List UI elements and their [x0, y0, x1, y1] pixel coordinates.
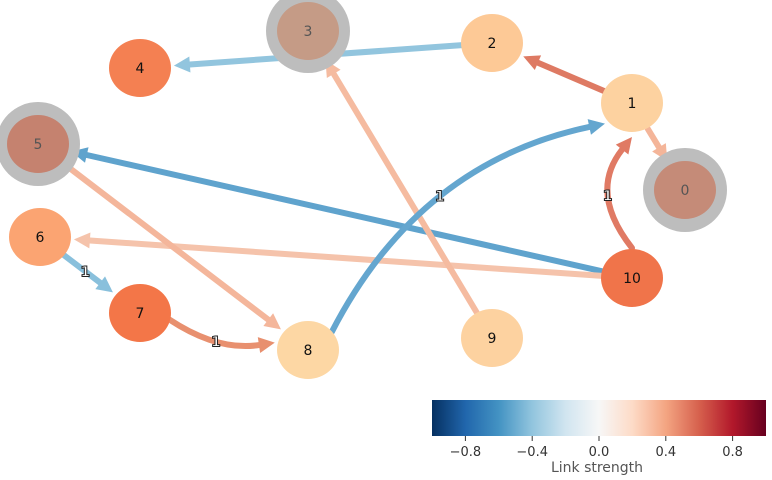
edge-label: 1: [211, 335, 221, 351]
node-3: 3: [266, 0, 350, 73]
edge-arrowhead: [73, 232, 91, 249]
node-5: 5: [0, 102, 80, 186]
edge-line: [328, 123, 593, 335]
node-label: 4: [136, 61, 145, 77]
edge-line: [83, 152, 606, 275]
node-0: 0: [643, 148, 727, 232]
node-label: 2: [488, 36, 497, 52]
colorbar-gradient: [432, 400, 766, 436]
edge-6-7: [60, 252, 113, 293]
edge-arrowhead: [523, 55, 542, 71]
edge-arrowhead: [263, 313, 281, 330]
node-10: 10: [601, 249, 663, 307]
node-label: 7: [136, 306, 145, 322]
node-circle: [461, 309, 523, 367]
node-7: 7: [109, 284, 171, 342]
edge-10-1: [604, 137, 635, 251]
node-circle: [601, 74, 663, 132]
node-label: 0: [681, 183, 690, 199]
node-circle: [9, 208, 71, 266]
node-circle: [601, 249, 663, 307]
edge-line: [86, 237, 606, 279]
node-circle: [109, 39, 171, 97]
edge-8-1: [328, 119, 605, 335]
node-9: 9: [461, 309, 523, 367]
edge-arrowhead: [257, 337, 275, 353]
node-label: 5: [34, 137, 43, 153]
colorbar-ticks: −0.8 −0.4 0.0 0.4 0.8: [450, 436, 743, 460]
edge-labels-layer: 1 1 1 1: [80, 188, 613, 351]
edge-line: [60, 252, 104, 286]
node-label: 9: [488, 331, 497, 347]
node-circle: [109, 284, 171, 342]
edge-line: [604, 146, 635, 251]
nodes-layer: 0 1 2 3 4 5 6 7 8 9 10: [0, 0, 727, 379]
node-circle: [277, 321, 339, 379]
node-2: 2: [461, 14, 523, 72]
node-6: 6: [9, 208, 71, 266]
edge-label: 1: [603, 189, 613, 205]
edge-arrowhead: [587, 119, 605, 135]
node-circle: [277, 2, 339, 60]
colorbar-tick-label: 0.4: [655, 445, 676, 460]
colorbar-tick-label: −0.4: [516, 445, 548, 460]
edge-line: [534, 59, 608, 95]
node-label: 1: [628, 96, 637, 112]
edge-label: 1: [435, 189, 445, 205]
node-4: 4: [109, 39, 171, 97]
edge-arrowhead: [173, 56, 191, 73]
edge-1-2: [523, 55, 608, 95]
edge-7-8: [166, 316, 275, 353]
colorbar-tick-label: −0.8: [450, 445, 482, 460]
node-label: 3: [304, 24, 313, 40]
node-circle: [654, 161, 716, 219]
colorbar-label: Link strength: [551, 460, 643, 476]
node-circle: [461, 14, 523, 72]
node-circle: [7, 115, 69, 173]
edge-line: [330, 70, 480, 316]
colorbar-tick-label: 0.8: [722, 445, 743, 460]
edge-10-5: [71, 147, 606, 275]
node-label: 6: [36, 230, 45, 246]
edge-arrowhead: [615, 137, 632, 155]
node-label: 8: [304, 343, 313, 359]
edge-label: 1: [80, 264, 90, 280]
edge-line: [166, 316, 262, 350]
node-8: 8: [277, 321, 339, 379]
node-label: 10: [623, 271, 641, 287]
edge-line: [644, 125, 662, 151]
edge-line: [58, 159, 272, 323]
node-1: 1: [601, 74, 663, 132]
edge-5-8: [58, 159, 281, 330]
colorbar: −0.8 −0.4 0.0 0.4 0.8 Link strength: [432, 400, 766, 476]
edge-10-6: [73, 232, 606, 279]
colorbar-tick-label: 0.0: [589, 445, 610, 460]
edge-arrowhead: [95, 276, 113, 293]
